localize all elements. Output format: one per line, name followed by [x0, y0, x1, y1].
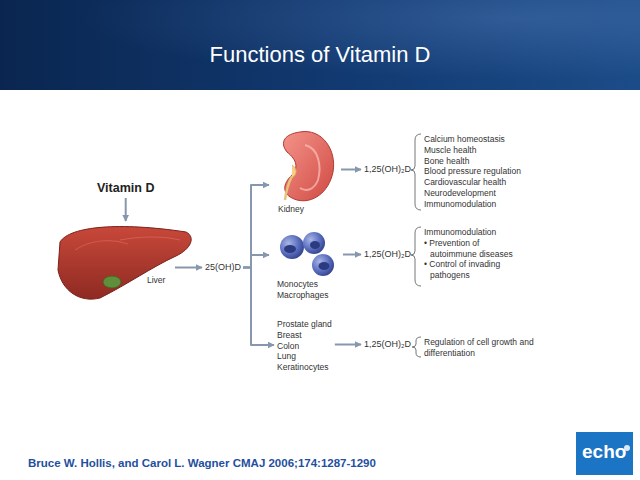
liver-drawing	[58, 227, 191, 300]
flow-arrow	[341, 169, 361, 171]
node-text: Vitamin D	[97, 181, 154, 196]
logo-text: echo	[582, 441, 626, 463]
node-text: Bone health	[424, 156, 521, 167]
node-label-box: Monocytes Macrophages	[277, 279, 337, 301]
metabolite-label: 1,25(OH)₂D	[364, 339, 411, 350]
metabolite-label: 1,25(OH)₂D	[364, 249, 411, 260]
citation: Bruce W. Hollis, and Carol L. Wagner CMA…	[28, 457, 376, 469]
node-text: Calcium homeostasis	[424, 134, 521, 145]
node-text: Muscle health	[424, 145, 521, 156]
function-list: Immunomodulation• Prevention of autoimmu…	[424, 227, 524, 281]
node-text: Blood pressure regulation	[424, 166, 521, 177]
kidney-node: Kidney	[272, 128, 338, 218]
bracket	[411, 134, 421, 357]
metabolite-label: 25(OH)D	[205, 262, 241, 273]
echo-logo	[576, 432, 633, 475]
flow-arrow	[335, 344, 361, 346]
cell-node: Monocytes Macrophages	[272, 230, 340, 302]
node-text: 1,25(OH)₂D	[364, 339, 411, 350]
flow-arrow	[175, 267, 202, 269]
flow-arrow	[243, 255, 269, 268]
node-label-box: Kidney	[278, 204, 304, 215]
node-text: Lung	[277, 351, 332, 362]
function-list: Calcium homeostasisMuscle healthBone hea…	[424, 134, 521, 210]
flow-arrow	[243, 185, 269, 268]
node-text: Immunomodulation	[424, 227, 524, 238]
node-text: Cardiovascular health	[424, 177, 521, 188]
node-text: Neurodevelopment	[424, 188, 521, 199]
tissue-list: Prostate glandBreastColonLungKeratinocyt…	[277, 319, 332, 373]
monocyte-cells	[280, 232, 334, 276]
function-list: Regulation of cell growth and differenti…	[424, 337, 549, 359]
header-band: Functions of Vitamin D	[0, 0, 640, 90]
node-text: • Control of invading pathogens	[424, 259, 524, 281]
node-text: 1,25(OH)₂D	[364, 249, 411, 260]
node-label-box: Liver	[147, 275, 165, 286]
node-text: Colon	[277, 341, 332, 352]
liver-node: Liver	[58, 222, 172, 302]
node-text: Kidney	[278, 204, 304, 215]
slide-title: Functions of Vitamin D	[0, 42, 640, 68]
node-text: 1,25(OH)₂D	[364, 164, 411, 175]
flow-arrow	[125, 198, 127, 221]
node-text: Prostate gland	[277, 319, 332, 330]
flow-arrow	[243, 268, 274, 346]
metabolite-label: 1,25(OH)₂D	[364, 164, 411, 175]
vitamin-label: Vitamin D	[97, 181, 154, 196]
node-text: Breast	[277, 330, 332, 341]
flow-arrow	[343, 254, 361, 256]
node-text: Liver	[147, 275, 165, 286]
node-text: Immunomodulation	[424, 199, 521, 210]
node-text: • Prevention of autoimmune diseases	[424, 238, 524, 260]
kidney-drawing	[283, 132, 333, 201]
node-text: 25(OH)D	[205, 262, 241, 273]
node-text: Keratinocytes	[277, 362, 332, 373]
node-text: Monocytes Macrophages	[277, 279, 337, 301]
node-text: Regulation of cell growth and differenti…	[424, 337, 549, 359]
